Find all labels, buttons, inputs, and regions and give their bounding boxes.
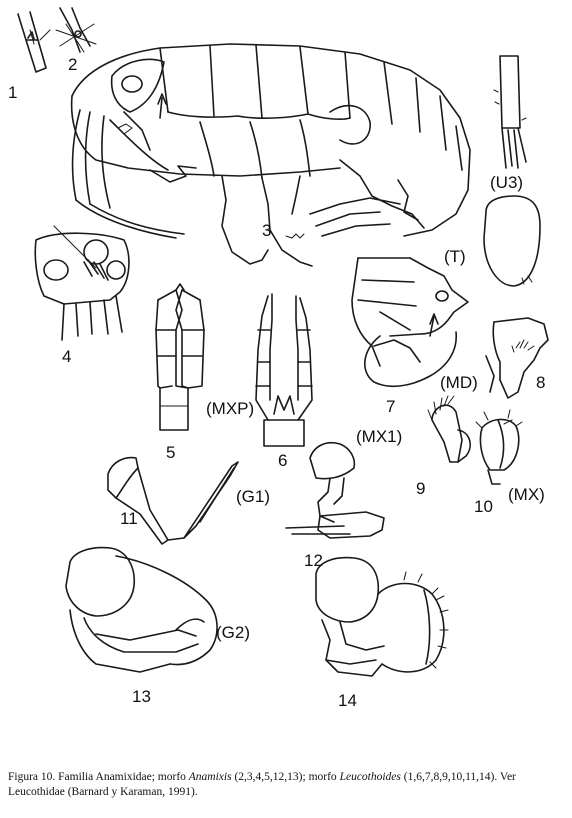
- label-md: (MD): [440, 373, 478, 392]
- label-fig-9: 9: [416, 479, 425, 498]
- fig-2-appendage: [55, 7, 97, 53]
- label-fig-2: 2: [68, 55, 77, 74]
- caption-genus-leucothoides: Leucothoides: [339, 771, 401, 783]
- fig-13-gnathopod-2: [65, 546, 218, 673]
- label-fig-3: 3: [262, 221, 271, 240]
- label-fig-13: 13: [132, 687, 151, 706]
- label-fig-8: 8: [536, 373, 545, 392]
- fig-u3-uropod: [493, 55, 527, 169]
- label-fig-10: 10: [474, 497, 493, 516]
- caption-text-3: (1,6,7,8,9,10,11,14). Ver Leucothidae (B…: [8, 771, 516, 798]
- caption-text-1: Figura 10. Familia Anamixidae; morfo: [8, 771, 189, 783]
- fig-11-gnathopod-1: [107, 456, 239, 545]
- label-fig-12: 12: [304, 551, 323, 570]
- label-t: (T): [444, 247, 466, 266]
- label-mxp: (MXP): [206, 399, 254, 418]
- label-u3: (U3): [490, 173, 523, 192]
- fig-3-habitus: [70, 43, 471, 267]
- label-fig-11: 11: [120, 509, 138, 528]
- figure-caption: Figura 10. Familia Anamixidae; morfo Ana…: [8, 770, 564, 800]
- label-fig-5: 5: [166, 443, 175, 462]
- label-fig-14: 14: [338, 691, 357, 710]
- label-g1: (G1): [236, 487, 270, 506]
- fig-14-gnathopod-2: [315, 556, 449, 677]
- fig-6-mouthpart: [255, 293, 313, 447]
- label-fig-1: 1: [8, 83, 17, 102]
- label-g2: (G2): [216, 623, 250, 642]
- fig-t-telson: [483, 195, 541, 287]
- label-mx1: (MX1): [356, 427, 402, 446]
- label-fig-7: 7: [386, 397, 395, 416]
- label-mx: (MX): [508, 485, 545, 504]
- fig-8-mandible: [485, 317, 549, 399]
- label-fig-4: 4: [62, 347, 71, 366]
- fig-4-head: [34, 225, 130, 341]
- fig-12-gnathopod-1-anamixis: [285, 442, 385, 539]
- caption-text-2: (2,3,4,5,12,13); morfo: [231, 771, 340, 783]
- caption-genus-anamixis: Anamixis: [188, 771, 232, 783]
- fig-10-maxilla-2: [475, 409, 523, 485]
- fig-7-urosome: [351, 257, 469, 388]
- fig-5-maxilliped: [155, 283, 205, 431]
- fig-1-appendage: [17, 11, 51, 73]
- fig-9-maxilla-1: [427, 395, 471, 463]
- label-fig-6: 6: [278, 451, 287, 470]
